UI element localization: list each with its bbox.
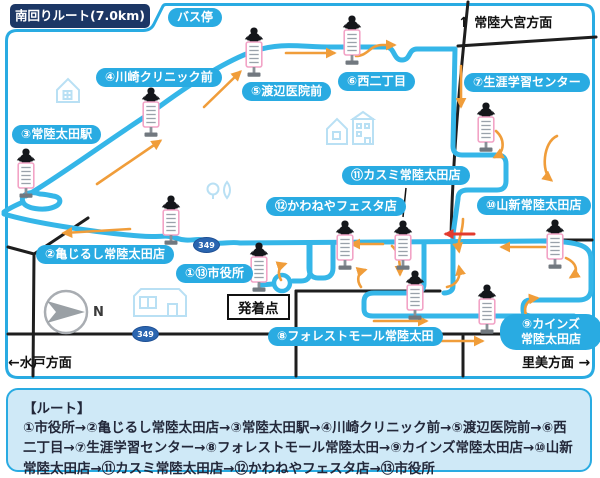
direction-north: ↑ 常陸大宮方面 xyxy=(458,15,553,31)
legend-route-text: ①市役所→②亀じるし常陸太田店→③常陸太田駅→④川崎クリニック前→⑤渡辺医院前→… xyxy=(23,420,573,477)
stop-label-hitachiota-sta: ③常陸太田駅 xyxy=(12,125,102,144)
route-legend-box: 【ルート】 ①市役所→②亀じるし常陸太田店→③常陸太田駅→④川崎クリニック前→⑤… xyxy=(6,388,592,477)
building-icons xyxy=(56,77,377,317)
stop-label-watanabe-clinic: ⑤渡辺医院前 xyxy=(242,82,332,101)
stop-label-lifelong-center: ⑦生涯学習センター xyxy=(464,73,590,92)
right-arrow-icon: → xyxy=(578,355,591,371)
direction-arrows xyxy=(61,39,581,347)
stop-label-forest-mall: ⑧フォレストモール常陸太田 xyxy=(268,327,443,346)
up-arrow-icon: ↑ xyxy=(458,15,470,31)
stop-label-yamashin: ⑩山新常陸太田店 xyxy=(477,196,591,215)
direction-west: ←水戸方面 xyxy=(8,355,72,371)
stop-label-nishi-nichome: ⑥西二丁目 xyxy=(338,72,416,91)
compass-n-label: N xyxy=(93,305,104,320)
bus-stop-key-pill: バス停 xyxy=(168,8,222,27)
compass-icon xyxy=(43,289,89,335)
stop-label-kasumi: ⑪カスミ常陸太田店 xyxy=(342,166,470,185)
departure-point-box: 発着点 xyxy=(227,294,290,320)
stop-label-city-hall: ①⑬市役所 xyxy=(176,264,254,283)
route-title-badge: 南回りルート(7.0km) xyxy=(10,4,150,28)
departure-roundabout xyxy=(271,272,293,294)
route-349-shield: 349 xyxy=(193,237,220,253)
stop-label-cainz: ⑨カインズ 常陸太田店 xyxy=(500,314,600,350)
stop-label-kawaneya-festa: ⑫かわねやフェスタ店 xyxy=(266,197,407,216)
direction-east: 里美方面 → xyxy=(522,355,591,371)
legend-heading: 【ルート】 xyxy=(23,401,91,417)
tree-icon xyxy=(206,182,220,196)
route-349-shield: 349 xyxy=(132,326,159,342)
stop-label-kamejirushi: ②亀じるし常陸太田店 xyxy=(36,245,175,264)
tree-icon xyxy=(223,180,231,200)
left-arrow-icon: ← xyxy=(8,355,20,371)
stop-label-kawasaki-clinic: ④川崎クリニック前 xyxy=(96,68,222,87)
